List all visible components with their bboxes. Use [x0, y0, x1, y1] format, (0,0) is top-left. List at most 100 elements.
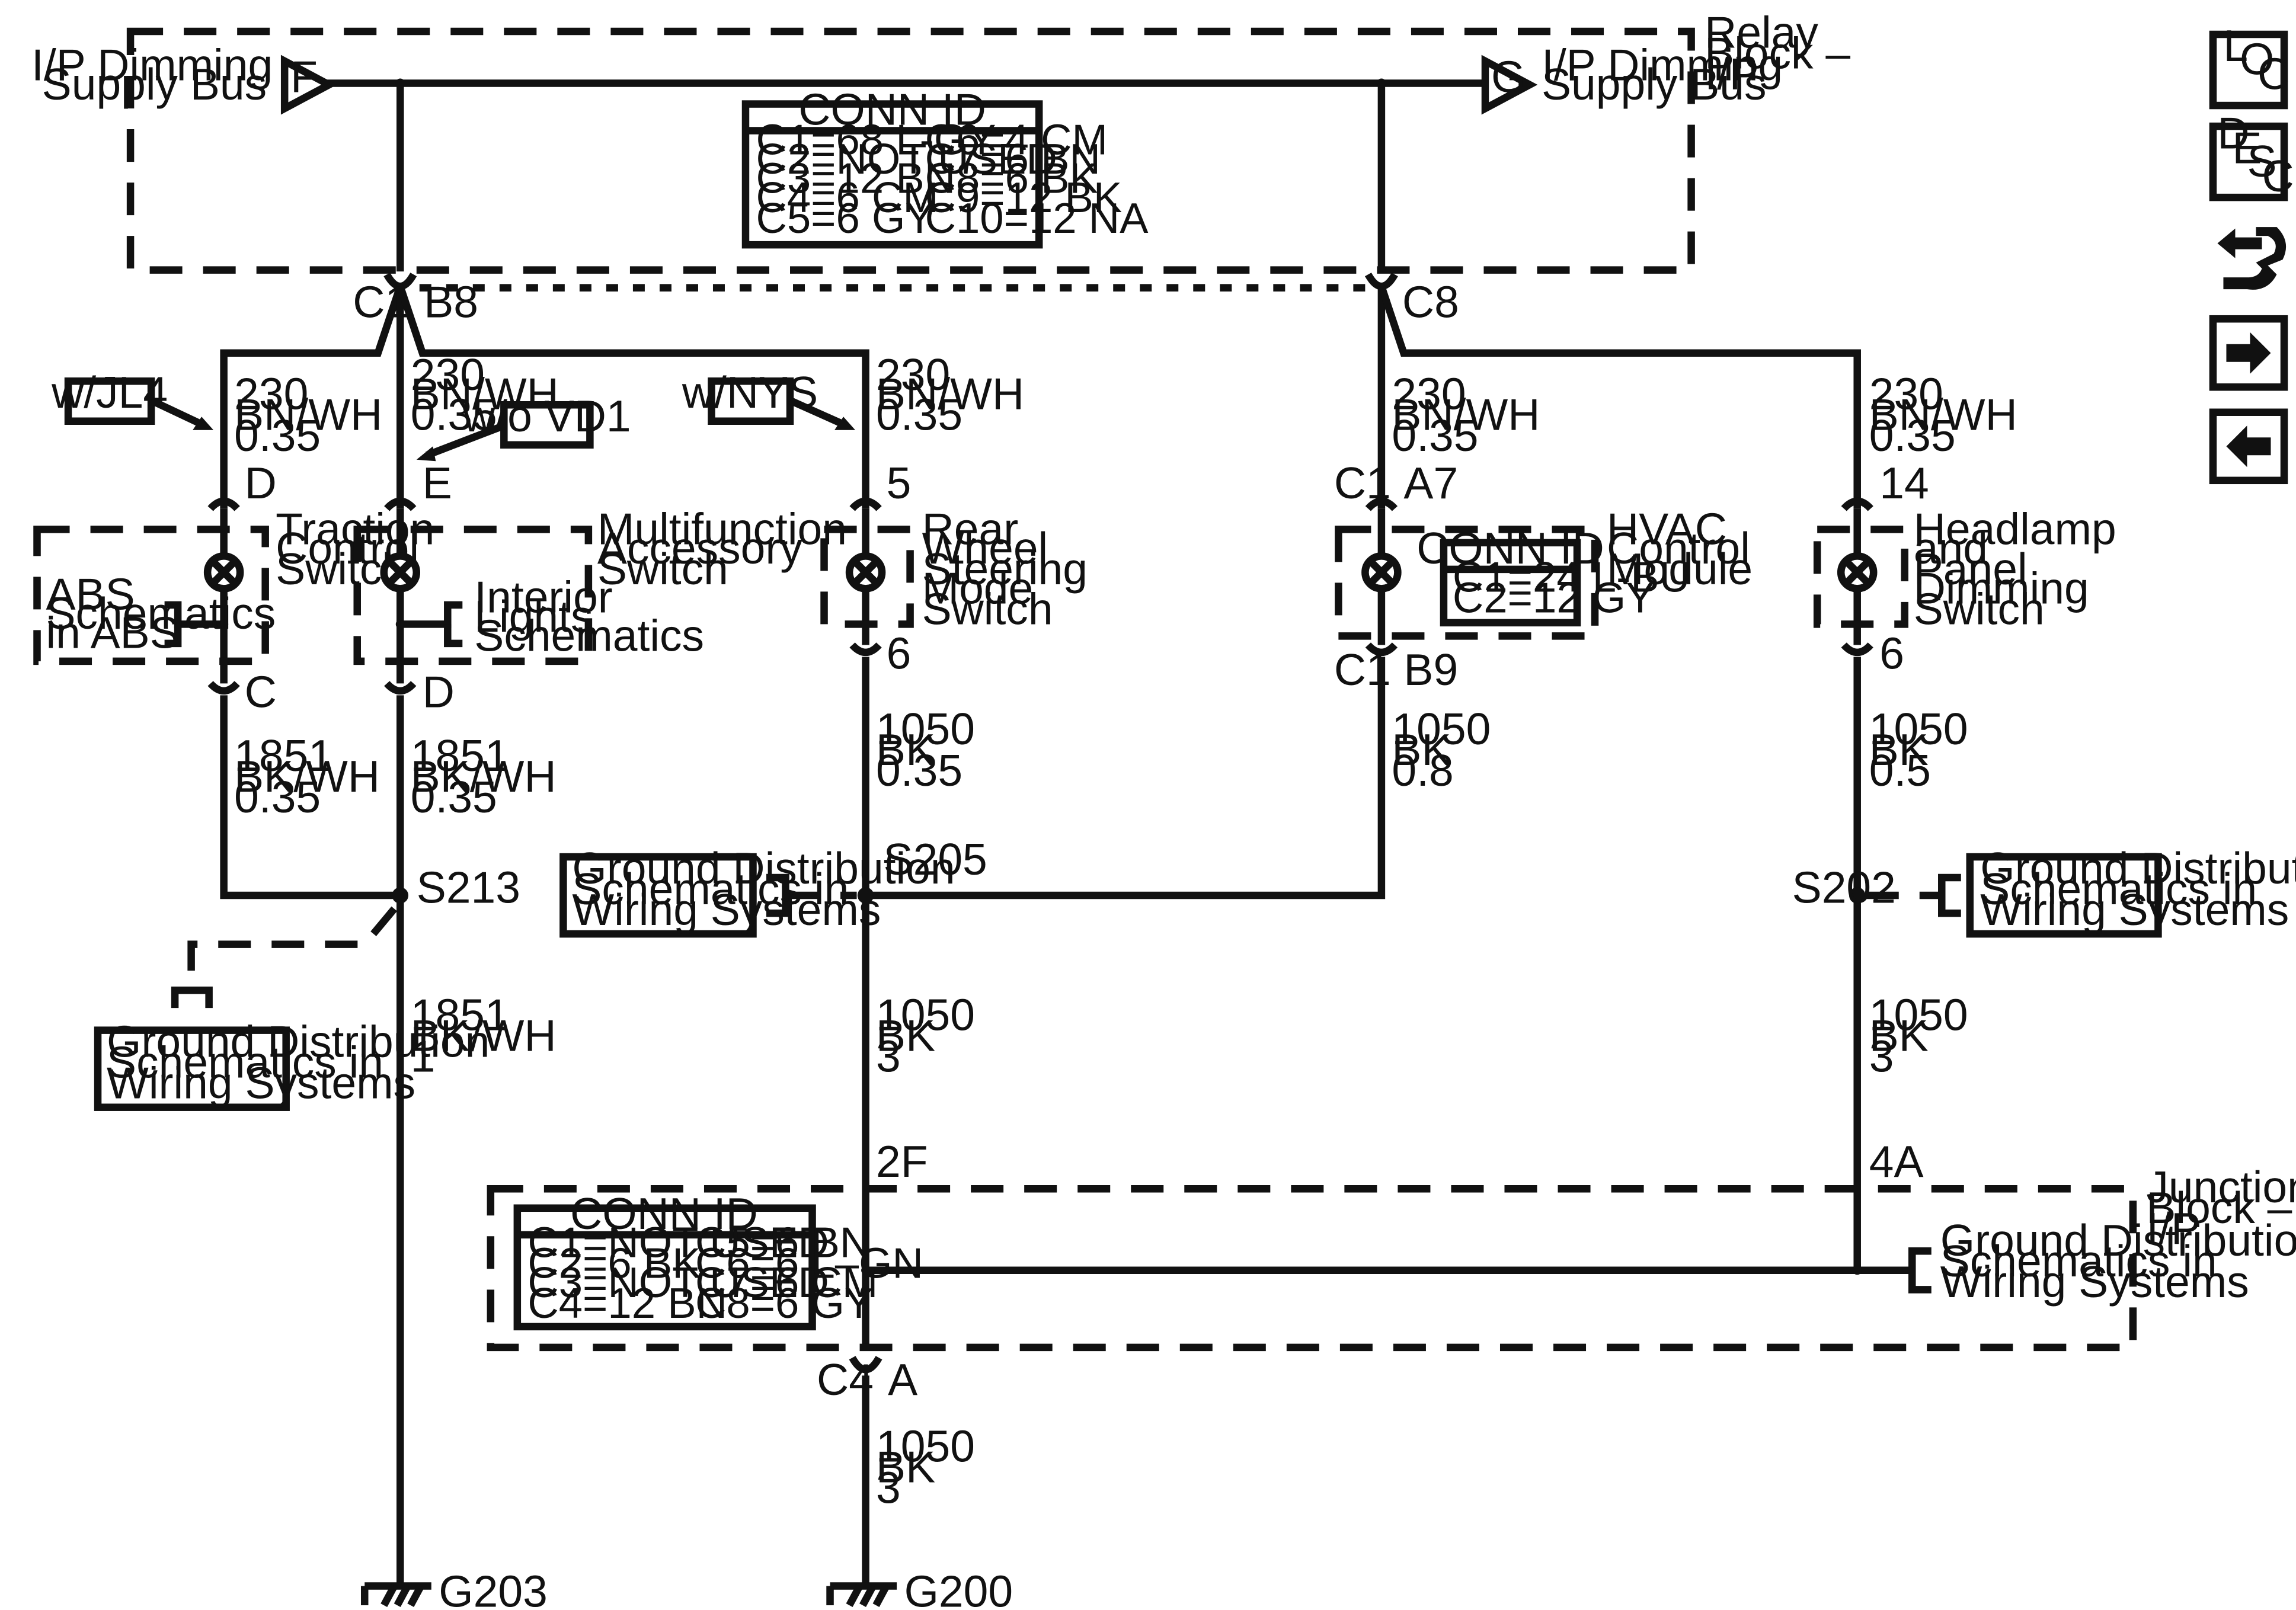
conn-id-entry: C2=6 BK — [527, 1239, 701, 1287]
wire-gauge: 0.35 — [1392, 411, 1478, 460]
ref-text: Schematics in — [1940, 1236, 2217, 1286]
pin-label: A — [888, 1355, 917, 1404]
desc-letter: E — [2232, 123, 2262, 173]
component-outline — [33, 526, 269, 665]
wire-label-230-head: 230 BN/WH 0.35 — [1869, 369, 2017, 460]
wire-color: BN/WH — [1392, 390, 1540, 440]
option-arrow-line — [426, 422, 506, 459]
interior-ref-bracket — [444, 624, 463, 648]
splice-label: S202 — [1792, 863, 1896, 913]
component-label: Switch — [597, 544, 728, 594]
desc-button[interactable]: D E S C — [2209, 108, 2294, 201]
lamp-x — [385, 558, 415, 587]
conn-id-entry: C2=NOT USED — [756, 135, 1057, 183]
pin-label: 2F — [876, 1137, 928, 1186]
bus-letter-f: F — [290, 52, 318, 102]
component-outline — [820, 526, 914, 628]
wire-circuit: 1050 — [1869, 990, 1968, 1040]
ref-text: Wiring Systems — [572, 885, 881, 934]
option-arrow-line — [788, 397, 848, 429]
option-arrow-head — [834, 417, 856, 430]
loc-button[interactable]: L O C — [2209, 21, 2289, 110]
loc-letter: L — [2223, 21, 2248, 71]
splice-s202: S202 — [1792, 863, 1961, 917]
relay-block-label: Relay Block – I/P — [1705, 8, 1850, 99]
connector-pin-bottom — [384, 680, 417, 695]
component-label: Control — [1607, 523, 1750, 573]
rear-wheel-steering-switch: 5 6 Rear Wheel Steering Mode Switch — [820, 458, 1088, 678]
ref-text: Schematics in — [1980, 864, 2257, 914]
component-label: Panel — [1914, 544, 2028, 594]
connector-pin-bottom — [207, 680, 240, 695]
wire-circuit: 1050 — [1869, 704, 1968, 754]
connector-pin-bottom — [1841, 642, 1873, 657]
ref-text: Ground Distribution — [1980, 843, 2296, 893]
ground-ref-bracket — [171, 986, 213, 1009]
wire-color: BK — [876, 725, 935, 774]
next-button[interactable] — [2209, 315, 2288, 391]
component-label: Rear — [922, 504, 1019, 553]
bus-label-right: I/P Dimming — [1542, 40, 1783, 90]
desc-letter: S — [2247, 136, 2276, 186]
connector-pin-top — [1841, 497, 1873, 511]
pin-label: E — [423, 458, 452, 508]
wire-gauge: 3 — [876, 1032, 901, 1081]
connector-b8-label: B8 — [424, 277, 478, 327]
conn-id-entry: C6=4 CM — [925, 116, 1108, 164]
ref-text: Wiring Systems — [1940, 1257, 2249, 1307]
conn-id-entry: C9=12 BK — [925, 174, 1123, 222]
wire-gauge: 1 — [411, 1032, 436, 1081]
conn-id-entry: C4=12 BN — [527, 1279, 727, 1327]
component-label: Switch — [922, 584, 1053, 633]
next-arrow-icon[interactable] — [2209, 315, 2288, 391]
ground-ref-left: Ground Distribution Schematics in Wiring… — [94, 1017, 490, 1111]
bus-label-left: I/P Dimming — [31, 40, 273, 90]
splice-s213: S213 — [171, 863, 520, 1009]
wire-gauge: 3 — [1869, 1032, 1894, 1081]
wrench-connector-icon[interactable] — [2212, 218, 2287, 296]
conn-id-entry: C3=12 BN — [756, 155, 955, 203]
wire-gauge: 0.35 — [1869, 411, 1956, 460]
wire-label-1050-rear: 1050 BK 0.35 — [876, 704, 975, 795]
ground-hatch — [859, 1584, 877, 1607]
junction-dot — [861, 1266, 871, 1275]
wire-circuit: 230 — [876, 350, 950, 399]
ref-text: Ground Distribution — [572, 843, 955, 893]
wire-circuit: 230 — [234, 369, 308, 419]
wire-color: BN/WH — [1869, 390, 2017, 440]
component-label: Steering — [922, 544, 1088, 594]
bus-letter-g: G — [1491, 52, 1526, 102]
connector-c1-symbol — [383, 272, 417, 290]
splice-label: S213 — [417, 863, 520, 913]
wire-circuit: 230 — [1869, 369, 1943, 419]
junction-block-label: Junction — [2146, 1162, 2296, 1212]
wrench-connector-button[interactable] — [2212, 218, 2287, 296]
previous-arrow-icon[interactable] — [2209, 408, 2288, 485]
relay-block-label-line: I/P — [1705, 49, 1759, 99]
connector-pin-bottom — [849, 642, 882, 657]
conn-id-title: CONN ID — [798, 85, 986, 135]
ground-ref-bracket — [766, 873, 789, 917]
pin-label: D — [245, 458, 277, 508]
loc-icon[interactable] — [2209, 30, 2288, 110]
wire-gauge: 3 — [876, 1462, 901, 1512]
component-label: Headlamp — [1914, 504, 2116, 553]
junction-conn-id-table: CONN ID C1=NOT USED C2=6 BK C3=NOT USED … — [513, 1189, 923, 1331]
wire-color: BK — [1869, 1011, 1929, 1061]
ground-ref-junction: Ground Distribution Schematics in Wiring… — [1940, 1215, 2296, 1307]
connector-c4-symbol — [849, 1356, 882, 1374]
previous-button[interactable] — [2209, 408, 2288, 485]
ground-label: G200 — [904, 1567, 1013, 1610]
wire-1050-hvac-to-s205 — [865, 657, 1386, 900]
component-outline — [1335, 526, 1599, 640]
interior-ref-label: Schematics — [474, 610, 704, 660]
splice-dot — [857, 887, 874, 904]
bus-flag-f — [280, 55, 337, 115]
wrench-shape — [2223, 227, 2287, 290]
desc-icon[interactable] — [2209, 122, 2288, 201]
ref-text: Schematics in — [107, 1038, 383, 1087]
lamp-x — [851, 558, 880, 587]
junction-block-label: I/P — [2146, 1204, 2201, 1253]
conn-id-entry: C4=6 CM — [756, 174, 938, 222]
